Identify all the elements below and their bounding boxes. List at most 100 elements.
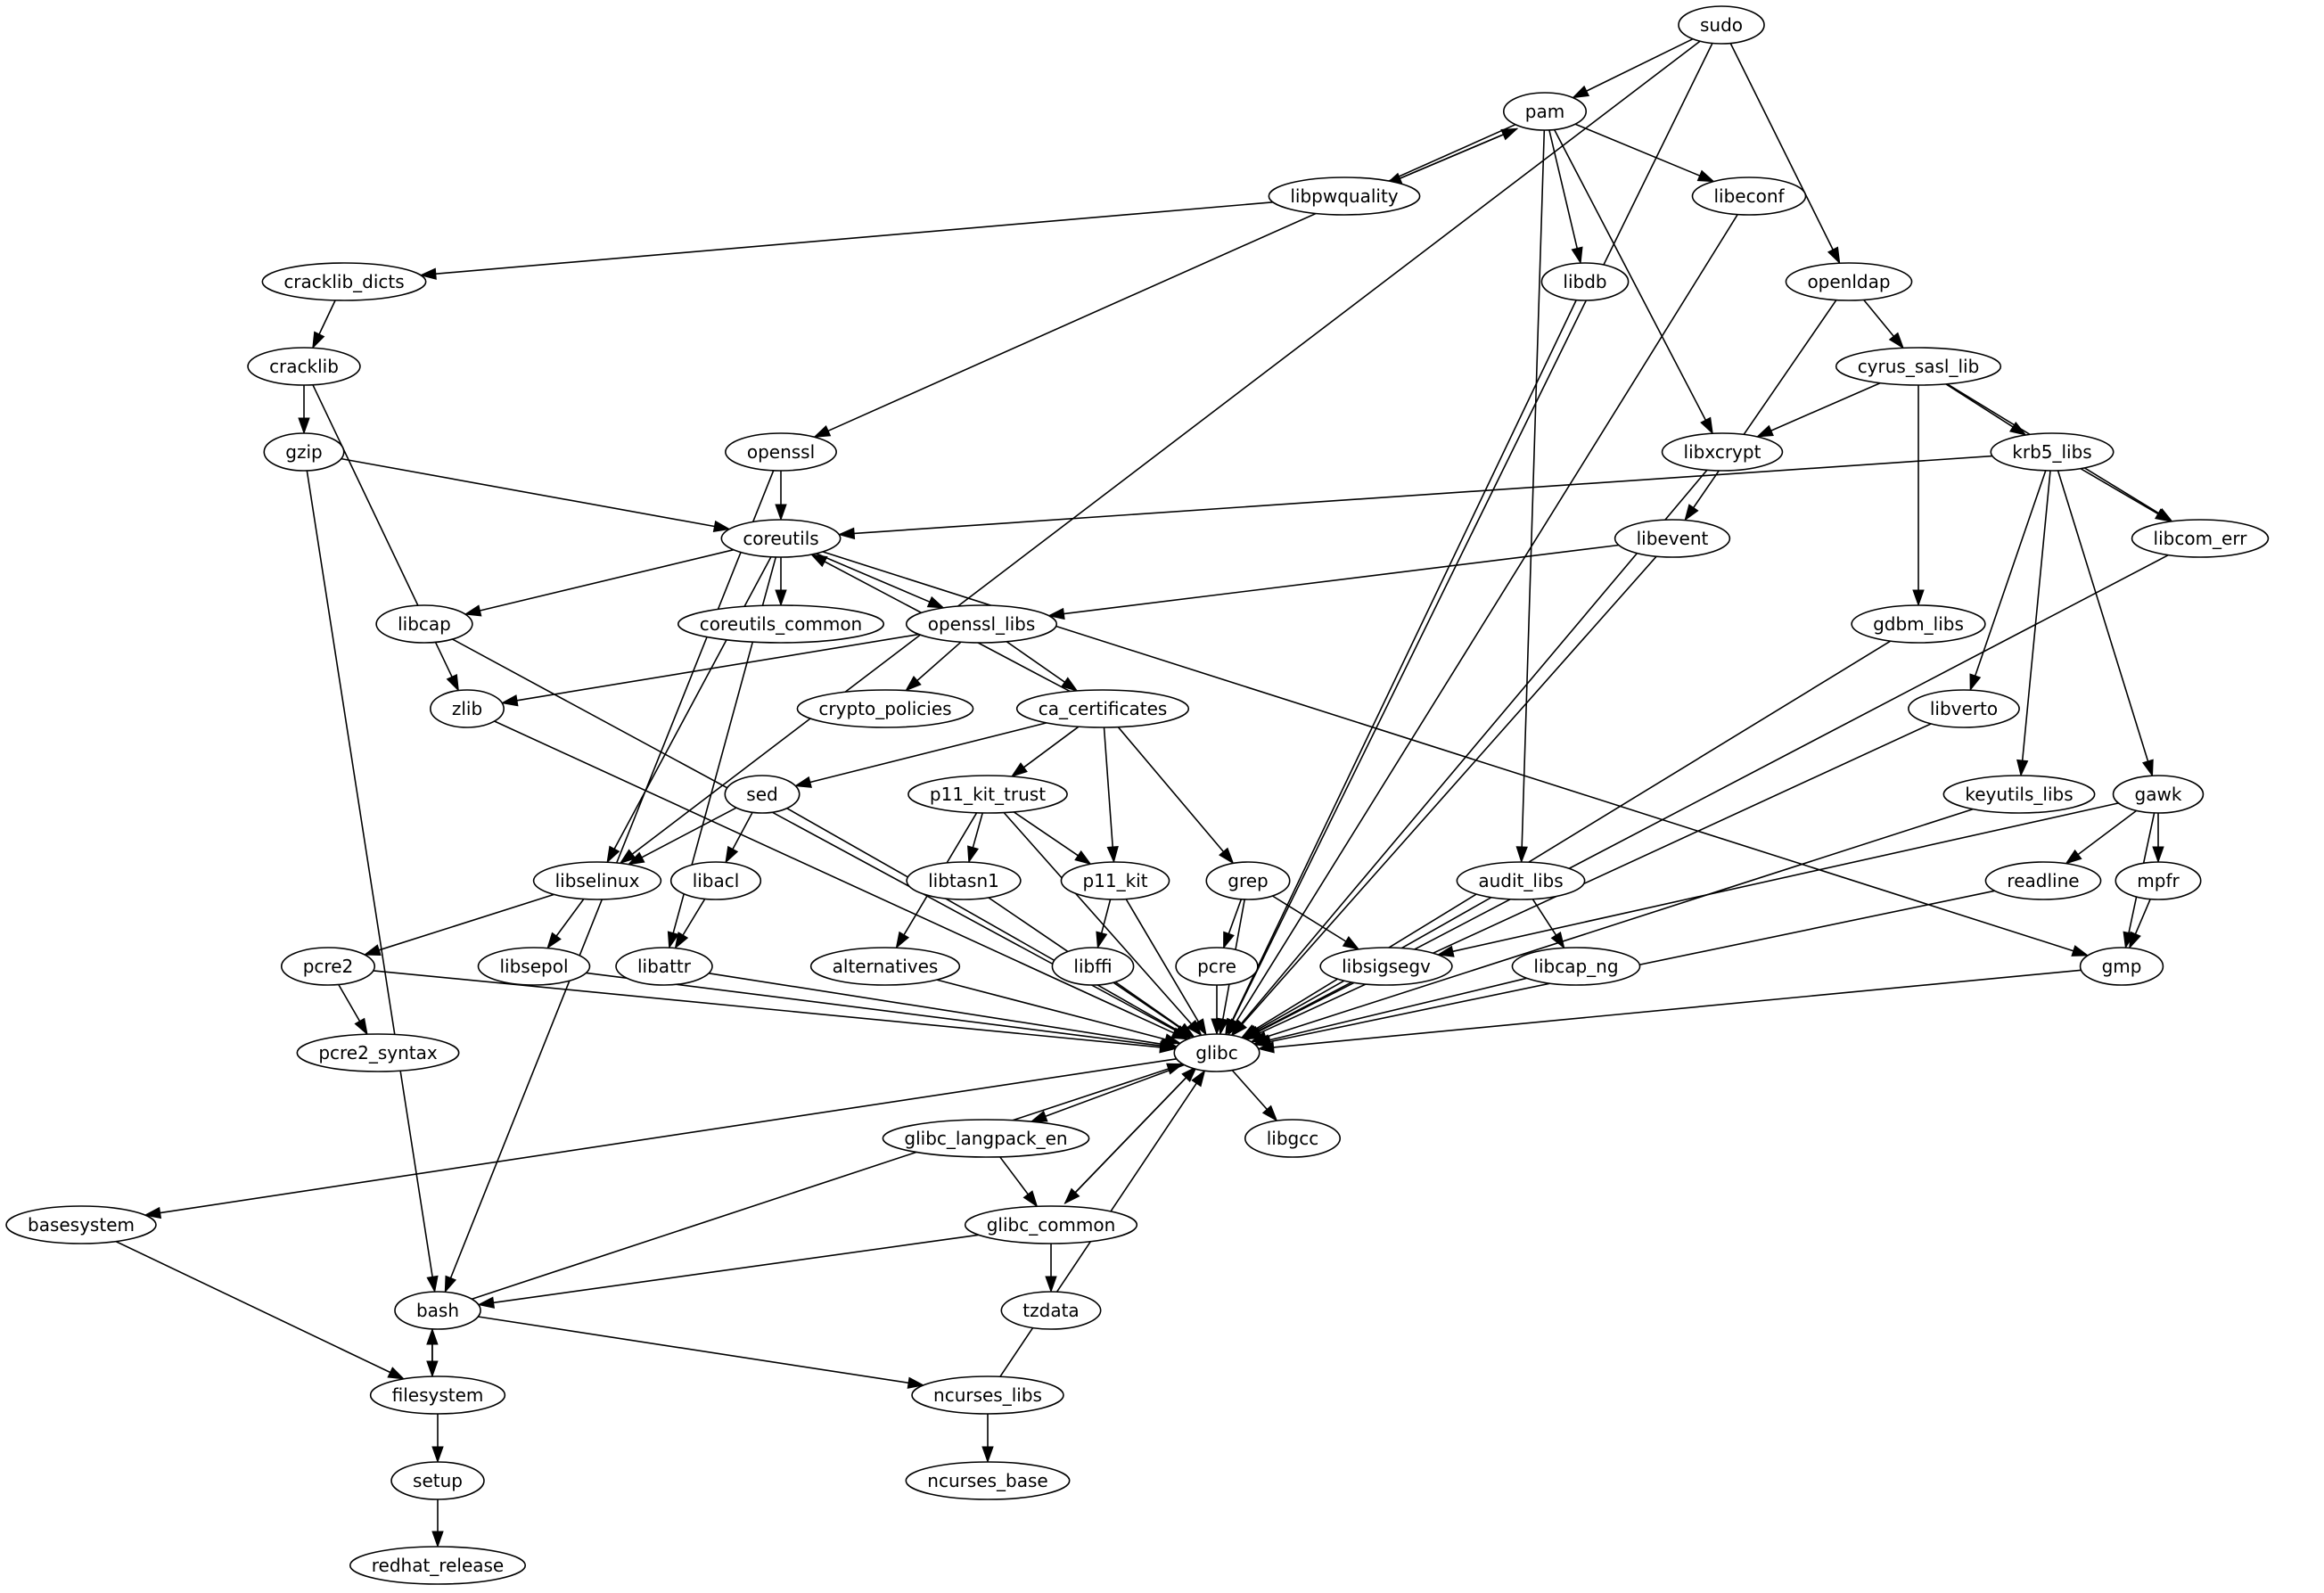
- node-libpwquality[interactable]: libpwquality: [1268, 177, 1421, 216]
- node-redhat_release[interactable]: redhat_release: [349, 1546, 527, 1585]
- node-basesystem[interactable]: basesystem: [5, 1205, 157, 1244]
- node-libattr[interactable]: libattr: [615, 947, 713, 986]
- edge-ca_certificates-to-p11_kit: [1103, 727, 1119, 864]
- node-label: tzdata: [1022, 1300, 1079, 1321]
- node-glibc[interactable]: glibc: [1173, 1033, 1261, 1072]
- node-gzip[interactable]: gzip: [263, 432, 345, 472]
- node-libxcrypt[interactable]: libxcrypt: [1661, 432, 1784, 472]
- node-cyrus_sasl_lib[interactable]: cyrus_sasl_lib: [1835, 347, 2002, 386]
- node-libsigsegv[interactable]: libsigsegv: [1319, 947, 1453, 986]
- arrowhead-icon: [712, 520, 731, 533]
- node-libselinux[interactable]: libselinux: [532, 861, 662, 900]
- node-ellipse: [532, 861, 662, 900]
- node-libgcc[interactable]: libgcc: [1244, 1119, 1342, 1158]
- node-libdb[interactable]: libdb: [1540, 262, 1630, 301]
- edge-line: [472, 1068, 1169, 1301]
- arrowhead-icon: [1571, 246, 1583, 265]
- arrowhead-icon: [775, 589, 787, 607]
- node-libffi[interactable]: libffi: [1051, 947, 1135, 986]
- node-p11_kit[interactable]: p11_kit: [1060, 861, 1170, 900]
- edge-line: [494, 720, 1174, 1034]
- edge-line: [999, 1156, 1029, 1195]
- node-gawk[interactable]: gawk: [2112, 775, 2205, 814]
- node-sed[interactable]: sed: [724, 775, 801, 814]
- node-readline[interactable]: readline: [1984, 861, 2102, 900]
- edge-line: [809, 722, 1047, 784]
- edge-sed-to-glibc: [786, 808, 1193, 1039]
- node-openldap[interactable]: openldap: [1785, 262, 1913, 301]
- node-label: p11_kit: [1082, 870, 1147, 891]
- arrowhead-icon: [1225, 1017, 1238, 1036]
- node-label: libcom_err: [2154, 528, 2248, 549]
- node-p11_kit_trust[interactable]: p11_kit_trust: [907, 775, 1068, 814]
- node-keyutils_libs[interactable]: keyutils_libs: [1942, 775, 2096, 814]
- node-libevent[interactable]: libevent: [1614, 519, 1731, 558]
- node-sudo[interactable]: sudo: [1678, 5, 1765, 45]
- edge-p11_kit-to-libffi: [1096, 899, 1112, 949]
- node-gdbm_libs[interactable]: gdbm_libs: [1851, 604, 1986, 644]
- node-tzdata[interactable]: tzdata: [1000, 1291, 1102, 1330]
- node-bash[interactable]: bash: [394, 1291, 481, 1330]
- arrowhead-icon: [1342, 936, 1360, 950]
- node-libcap_ng[interactable]: libcap_ng: [1511, 947, 1641, 986]
- node-cracklib_dicts[interactable]: cracklib_dicts: [261, 262, 427, 301]
- node-zlib[interactable]: zlib: [430, 689, 505, 728]
- node-ncurses_base[interactable]: ncurses_base: [905, 1461, 1071, 1500]
- node-libeconf[interactable]: libeconf: [1691, 177, 1807, 216]
- node-pam[interactable]: pam: [1502, 92, 1588, 131]
- node-libsepol[interactable]: libsepol: [477, 947, 591, 986]
- edge-line: [1548, 129, 1578, 249]
- node-libtasn1[interactable]: libtasn1: [906, 861, 1022, 900]
- edge-line: [2077, 809, 2138, 856]
- node-pcre2_syntax[interactable]: pcre2_syntax: [296, 1033, 460, 1072]
- node-coreutils[interactable]: coreutils: [720, 519, 842, 558]
- edge-alternatives-to-glibc: [936, 979, 1182, 1046]
- node-ca_certificates[interactable]: ca_certificates: [1015, 689, 1190, 728]
- edge-line: [1257, 981, 1355, 1033]
- edge-libacl-to-libattr: [674, 898, 706, 949]
- arrowhead-icon: [1755, 424, 1774, 438]
- node-coreutils_common[interactable]: coreutils_common: [677, 604, 885, 644]
- arrowhead-icon: [1696, 169, 1715, 183]
- node-cracklib[interactable]: cracklib: [247, 347, 361, 386]
- edge-p11_kit_trust-to-glibc: [1003, 812, 1203, 1037]
- node-grep[interactable]: grep: [1205, 861, 1291, 900]
- node-ellipse: [247, 347, 361, 386]
- node-audit_libs[interactable]: audit_libs: [1456, 861, 1586, 900]
- node-alternatives[interactable]: alternatives: [809, 947, 961, 986]
- edge-line: [2057, 470, 2149, 762]
- node-openssl[interactable]: openssl: [725, 432, 837, 472]
- node-label: grep: [1228, 870, 1268, 891]
- arrowhead-icon: [981, 1446, 994, 1464]
- edge-line: [1235, 214, 1738, 1022]
- edge-line: [972, 812, 983, 848]
- edge-libpwquality-to-cracklib_dicts: [419, 201, 1274, 280]
- arrowhead-icon: [1550, 931, 1565, 949]
- node-libcap[interactable]: libcap: [375, 604, 473, 644]
- node-ellipse: [906, 861, 1022, 900]
- arrowhead-icon: [619, 849, 636, 865]
- edge-libxcrypt-to-glibc: [1230, 469, 1708, 1037]
- node-mpfr[interactable]: mpfr: [2115, 861, 2202, 900]
- node-ncurses_libs[interactable]: ncurses_libs: [911, 1375, 1064, 1415]
- node-glibc_langpack_en[interactable]: glibc_langpack_en: [882, 1119, 1090, 1158]
- arrowhead-icon: [1022, 1190, 1039, 1208]
- edge-line: [341, 457, 715, 528]
- node-crypto_policies[interactable]: crypto_policies: [796, 689, 974, 728]
- arrowhead-icon: [2065, 849, 2082, 865]
- node-gmp[interactable]: gmp: [2079, 947, 2164, 986]
- node-libverto[interactable]: libverto: [1908, 689, 2020, 728]
- node-label: libverto: [1930, 698, 1998, 719]
- node-filesystem[interactable]: filesystem: [369, 1375, 506, 1415]
- node-krb5_libs[interactable]: krb5_libs: [1990, 432, 2115, 472]
- node-pcre[interactable]: pcre: [1175, 947, 1259, 986]
- node-ellipse: [2079, 947, 2164, 986]
- node-libcom_err[interactable]: libcom_err: [2131, 519, 2270, 558]
- edge-libevent-to-glibc: [1231, 555, 1657, 1037]
- node-pcre2[interactable]: pcre2: [280, 947, 376, 986]
- node-glibc_common[interactable]: glibc_common: [964, 1205, 1138, 1244]
- node-openssl_libs[interactable]: openssl_libs: [905, 604, 1058, 644]
- node-libacl[interactable]: libacl: [669, 861, 762, 900]
- arrowhead-icon: [2155, 508, 2172, 522]
- node-setup[interactable]: setup: [390, 1461, 485, 1500]
